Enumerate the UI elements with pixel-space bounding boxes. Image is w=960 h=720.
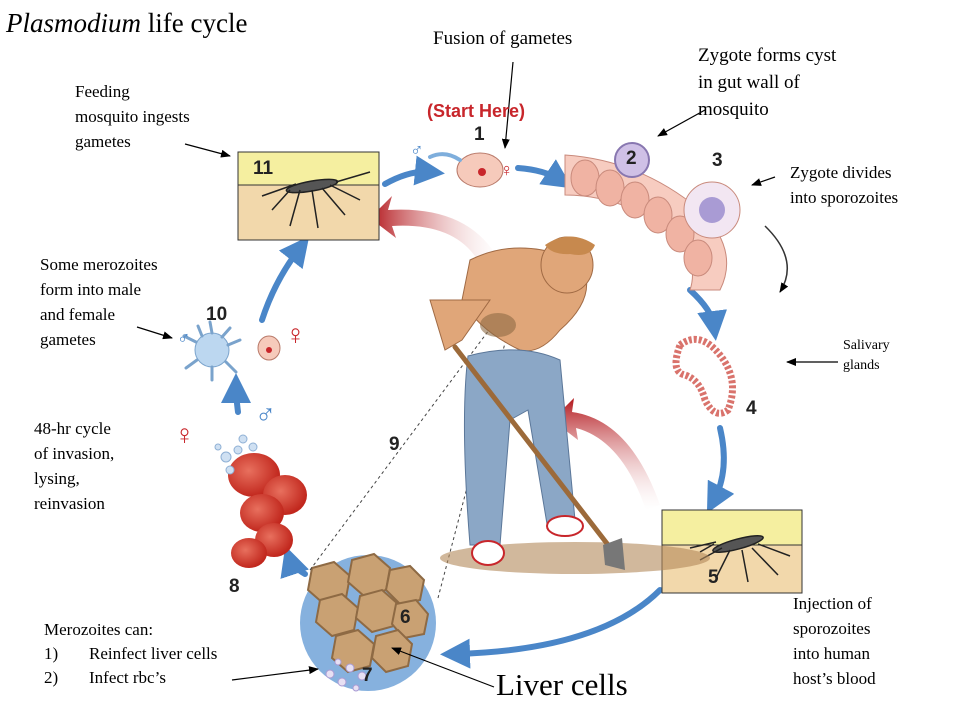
list-item-number: 1)	[44, 644, 59, 663]
human-host	[429, 236, 710, 574]
stage-number-6: 6	[400, 607, 411, 628]
male-symbol-10: ♂	[177, 328, 191, 348]
stage-number-5: 5	[708, 567, 719, 588]
stage-number-10: 10	[206, 304, 228, 325]
list-item: 2) Infect rbc’s	[44, 666, 217, 690]
cycle-arrows	[221, 155, 735, 669]
stage-number-2: 2	[626, 148, 637, 169]
pointer-cyst	[657, 109, 706, 137]
pointer-zygote-divides	[751, 176, 776, 186]
injection-label: Injection of sporozoites into human host…	[793, 594, 876, 688]
fusion-label: Fusion of gametes	[433, 28, 573, 49]
stage-number-3: 3	[712, 150, 723, 171]
female-symbol-1: ♀	[500, 160, 514, 180]
title-rest: life cycle	[141, 8, 248, 38]
pointer-merozoites-gametes	[136, 326, 173, 340]
pointer-fusion	[501, 61, 514, 149]
merozoites-heading: Merozoites can:	[44, 620, 154, 639]
pointer-lines	[136, 61, 838, 688]
salivary-label: Salivary glands	[843, 338, 890, 373]
gamete-fusion-1	[428, 152, 504, 188]
stage-number-8: 8	[229, 576, 240, 597]
cycle-48hr-label: 48-hr cycle of invasion, lysing, reinvas…	[34, 419, 115, 513]
red-arrow-mosquito-to-human	[552, 398, 660, 510]
pointer-liver	[391, 647, 495, 688]
male-symbol-1: ♂	[410, 140, 424, 160]
mosquito-panel-5	[661, 509, 803, 594]
male-symbol-8: ♂	[255, 400, 276, 431]
stage-number-11: 11	[253, 158, 274, 179]
feeding-label: Feeding mosquito ingests gametes	[75, 82, 190, 151]
arrow-8-to-10	[221, 373, 252, 415]
pointer-feeding	[184, 143, 231, 158]
title-italic: Plasmodium	[6, 8, 141, 38]
sporozoite-arrow	[764, 225, 789, 293]
mosquito-panel-11	[237, 151, 380, 241]
arrow-11-to-1	[382, 155, 445, 187]
stage-number-9: 9	[389, 434, 400, 455]
some-merozoites-label: Some merozoites form into male and femal…	[40, 255, 158, 349]
stage-number-4: 4	[746, 398, 757, 419]
gut-wall-2-3	[564, 142, 741, 291]
stage-number-1: 1	[474, 124, 485, 145]
arrow-10-to-11	[259, 236, 310, 323]
list-item-text: Infect rbc’s	[89, 668, 166, 687]
female-symbol-10: ♀	[285, 320, 306, 351]
arrow-4-to-5	[706, 425, 735, 514]
diagram-title: Plasmodium life cycle	[6, 8, 247, 39]
merozoites-list: 1) Reinfect liver cells 2) Infect rbc’s	[44, 642, 217, 690]
female-symbol-8: ♀	[174, 420, 195, 451]
start-here-label: (Start Here)	[427, 101, 526, 121]
stage-number-7: 7	[362, 665, 373, 686]
arrow-5-to-6	[440, 587, 663, 669]
pointer-rbc	[231, 666, 319, 681]
liver-circle-6-7	[300, 552, 436, 692]
arrow-1-to-2	[515, 159, 573, 189]
red-arrow-human-to-mosquito	[370, 196, 500, 268]
merozoites-block: Merozoites can: 1) Reinfect liver cells 2…	[44, 618, 217, 690]
list-item-text: Reinfect liver cells	[89, 644, 218, 663]
arrow-7-to-8	[280, 545, 309, 579]
zygote-divides-label: Zygote divides into sporozoites	[790, 163, 899, 207]
arrow-2-to-4	[687, 287, 728, 341]
red-blood-cells-8	[214, 434, 307, 568]
list-item-number: 2)	[44, 668, 59, 687]
liver-cells-label: Liver cells	[496, 667, 628, 702]
zygote-cyst-label: Zygote forms cyst in gut wall of mosquit…	[698, 45, 837, 120]
list-item: 1) Reinfect liver cells	[44, 642, 217, 666]
salivary-glands-4	[672, 335, 736, 417]
gametocytes-10	[182, 320, 281, 382]
